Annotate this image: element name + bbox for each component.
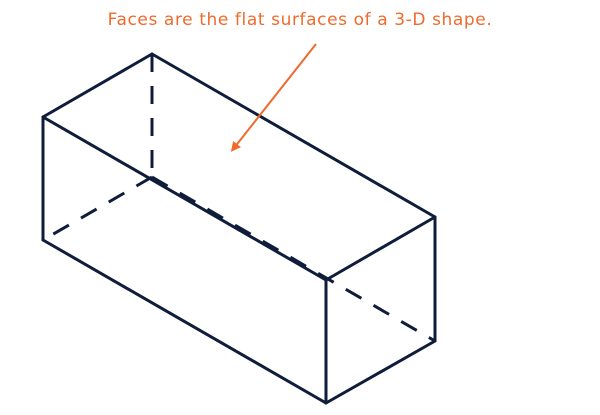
- annotation-arrow: [230, 43, 317, 152]
- edge-bottom-front: [324, 339, 437, 405]
- faces-annotation-text: Faces are the flat surfaces of a 3-D sha…: [107, 10, 493, 30]
- hidden-edges: [42, 54, 436, 343]
- arrow-shaft: [230, 43, 317, 152]
- hidden-edge-left: [42, 175, 153, 242]
- edge-top-right-long: [150, 52, 437, 219]
- visible-edges: [41, 52, 437, 405]
- edge-top-back: [41, 52, 154, 119]
- edge-top-front: [324, 215, 437, 282]
- edge-bottom-long: [41, 238, 328, 405]
- edge-top-left-long: [41, 115, 328, 282]
- hidden-edge-right: [151, 175, 436, 343]
